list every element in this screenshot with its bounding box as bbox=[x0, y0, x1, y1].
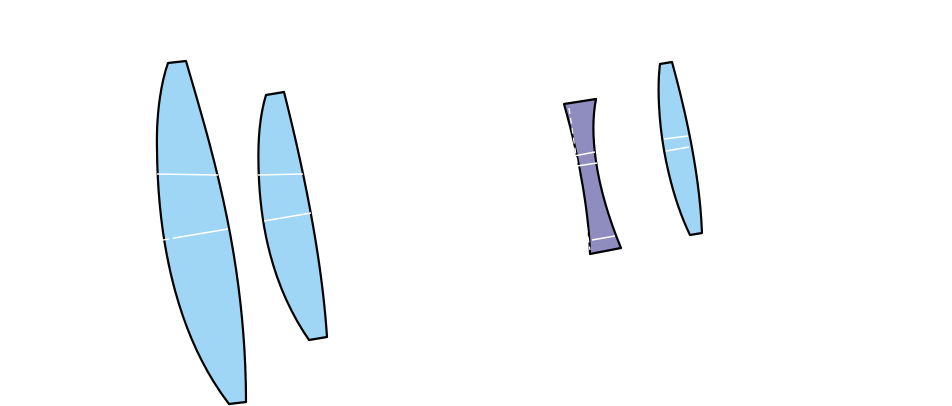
lens-4-convex bbox=[657, 60, 704, 237]
lens-3-ray-2 bbox=[576, 162, 598, 167]
lens-2-ray-lower bbox=[263, 212, 312, 222]
lens-3-ray-edge-dashed bbox=[568, 107, 591, 251]
lens-1-body bbox=[155, 59, 248, 406]
lens-4-ray-lower bbox=[665, 146, 690, 152]
lens-3-ray-1 bbox=[573, 151, 596, 157]
lens-1-ray-upper bbox=[156, 173, 219, 176]
lens-4-ray-upper bbox=[663, 135, 689, 140]
lens-2-ray-upper bbox=[257, 173, 304, 176]
lens-3-concave bbox=[562, 97, 623, 256]
lens-3-ray-3 bbox=[591, 235, 616, 241]
lens-1-ray-lower-dashed bbox=[162, 237, 175, 241]
lens-2-convex bbox=[257, 90, 329, 342]
lens-1-convex bbox=[155, 59, 248, 406]
lens-1-ray-lower bbox=[173, 228, 229, 239]
lens-3-body bbox=[562, 97, 623, 256]
